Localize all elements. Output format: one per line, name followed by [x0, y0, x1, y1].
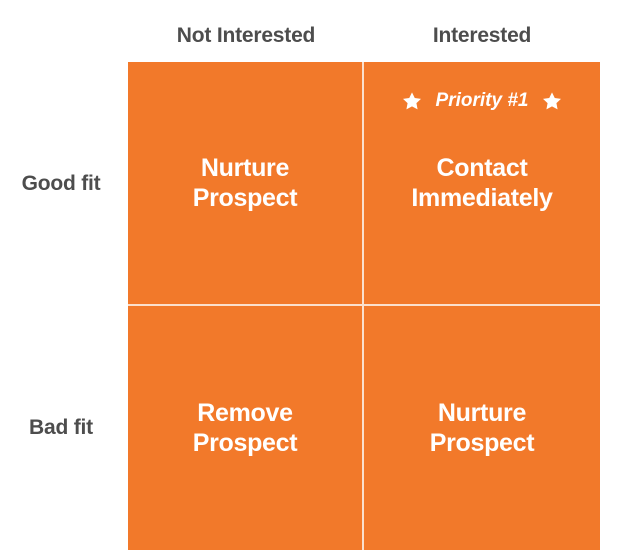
star-icon: [542, 91, 562, 111]
column-header-row: Not Interested Interested: [128, 16, 600, 56]
row-label-bad-fit: Bad fit: [29, 416, 93, 439]
matrix-grid: Nurture Prospect Priority #1 Contact Imm…: [128, 62, 600, 550]
quadrant-bad-fit-interested[interactable]: Nurture Prospect: [364, 306, 600, 550]
quadrant-action-label: Nurture Prospect: [192, 153, 298, 213]
column-header-not-interested: Not Interested: [176, 24, 316, 47]
quadrant-good-fit-not-interested[interactable]: Nurture Prospect: [128, 62, 364, 306]
star-icon: [402, 91, 422, 111]
row-label-column: Good fit Bad fit: [0, 62, 128, 550]
quadrant-good-fit-interested[interactable]: Priority #1 Contact Immediately: [364, 62, 600, 306]
quadrant-action-label: Contact Immediately: [411, 153, 553, 213]
column-header-interested: Interested: [432, 24, 532, 47]
priority-badge: Priority #1: [364, 90, 600, 112]
quadrant-action-label: Remove Prospect: [192, 398, 298, 458]
quadrant-bad-fit-not-interested[interactable]: Remove Prospect: [128, 306, 364, 550]
row-label-good-fit: Good fit: [21, 172, 101, 195]
quadrant-action-label: Nurture Prospect: [429, 398, 535, 458]
priority-label: Priority #1: [435, 90, 529, 111]
